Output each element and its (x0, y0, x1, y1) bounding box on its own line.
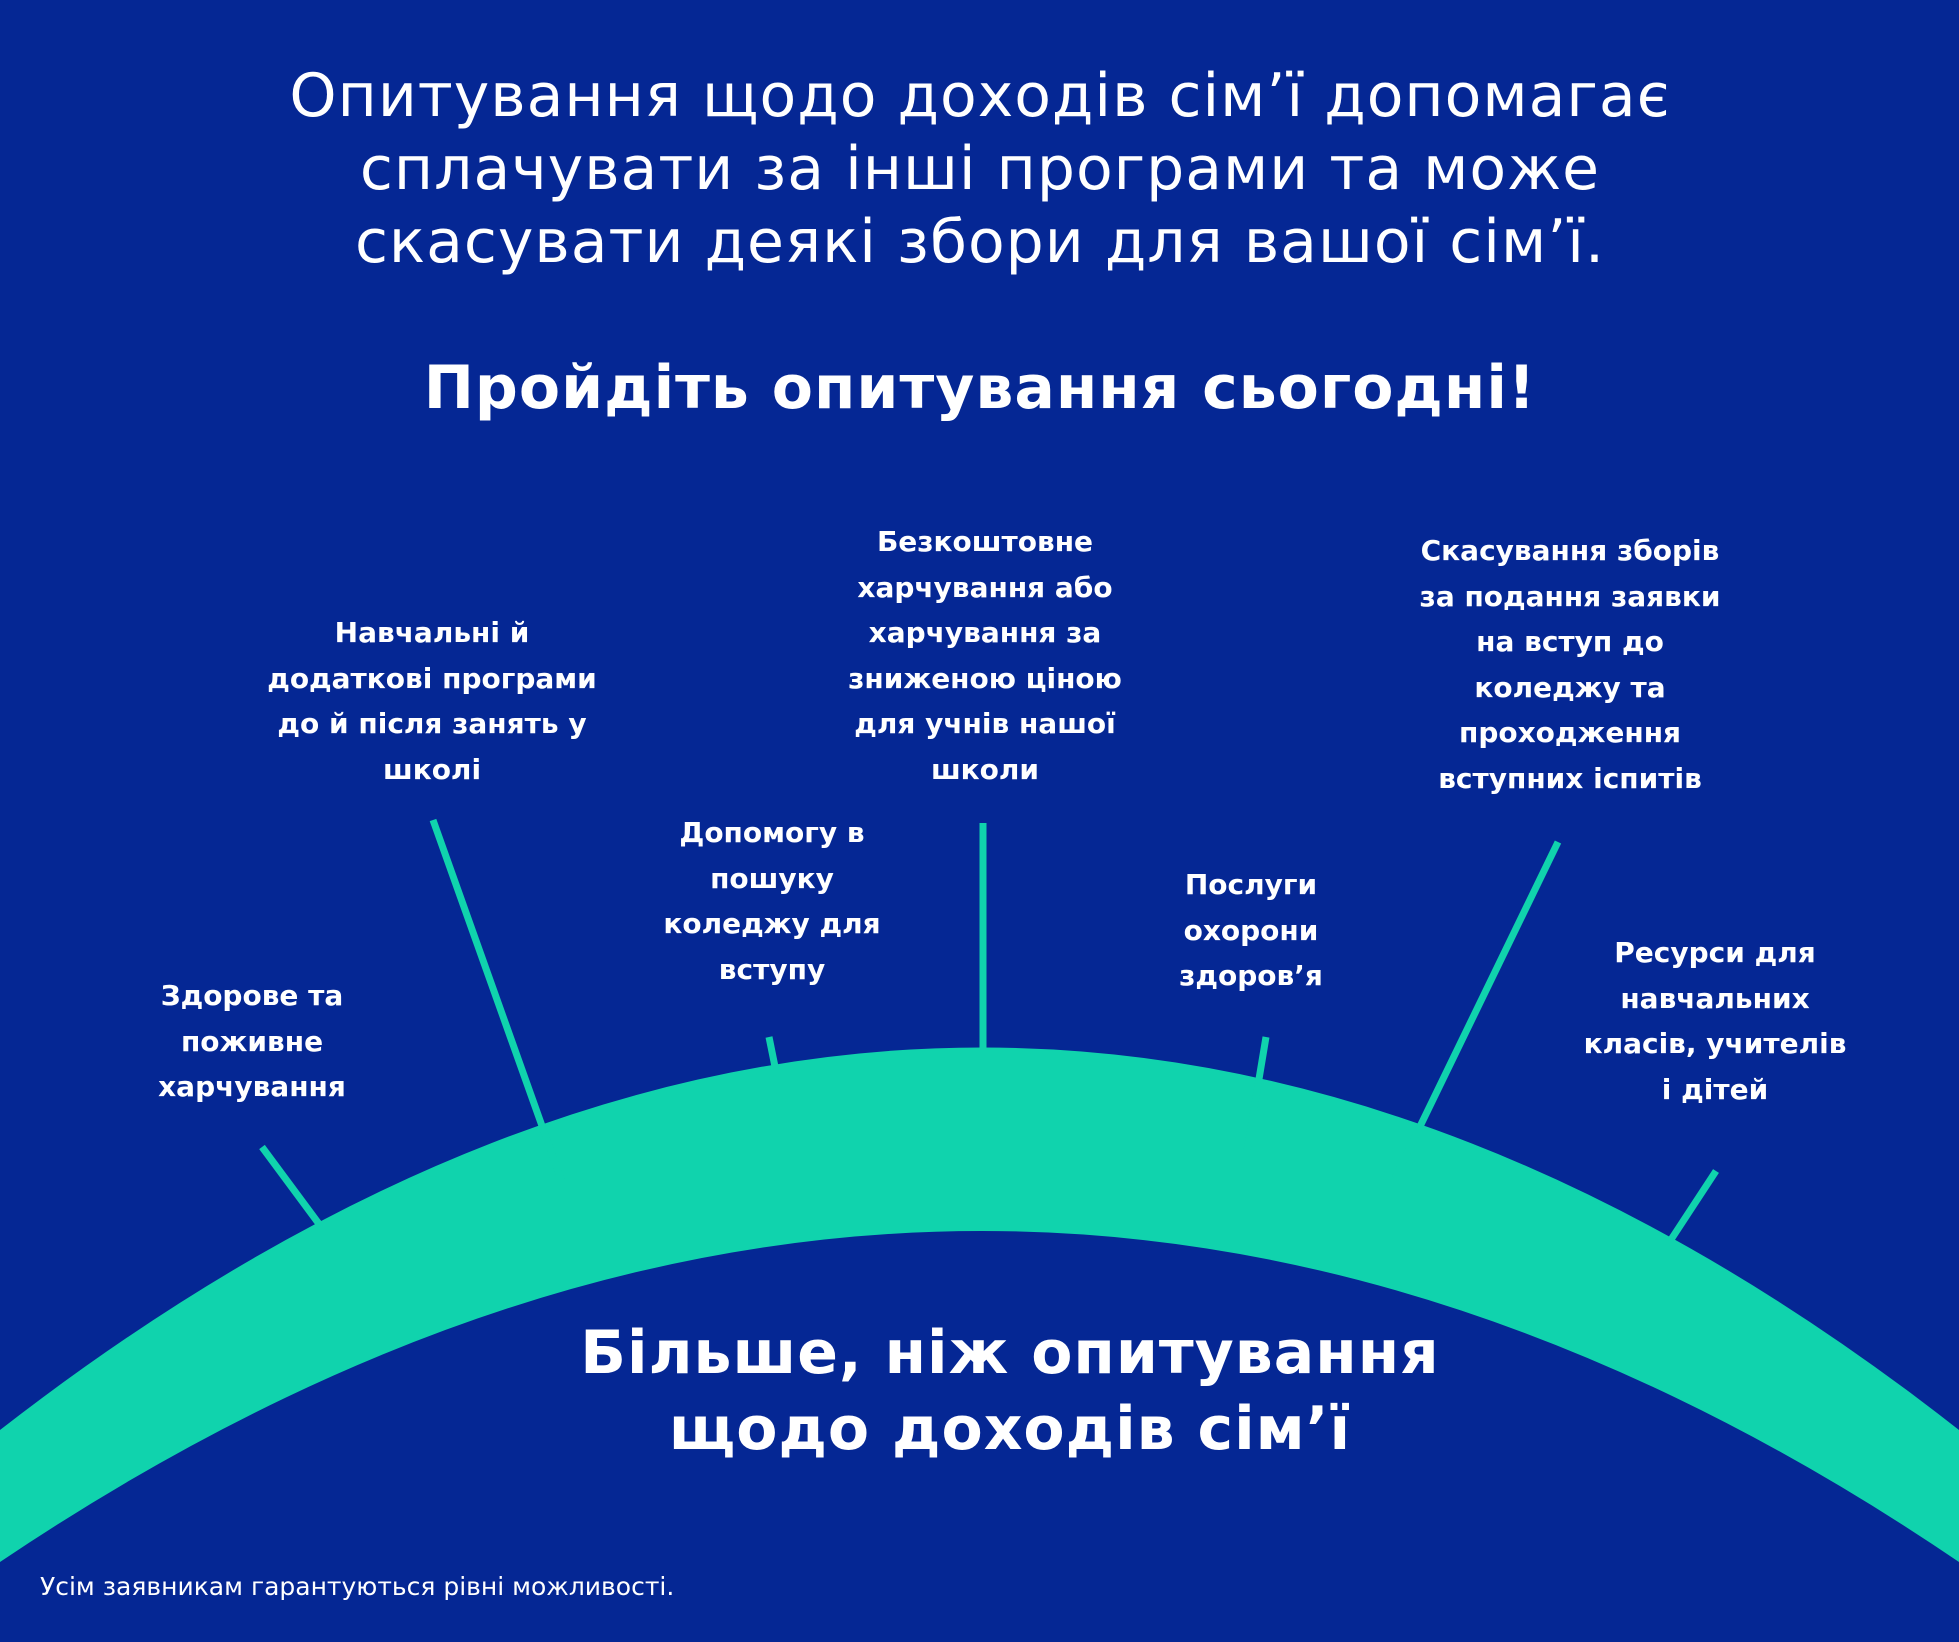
benefit-line: і дітей (1661, 1072, 1769, 1106)
call-to-action: Пройдіть опитування сьогодні! (423, 353, 1537, 423)
benefit-line: Безкоштовне (876, 525, 1094, 558)
bottom-title-line: Більше, ніж опитування (580, 1318, 1440, 1388)
benefit-line: Послуги (1184, 868, 1318, 901)
benefit-line: охорони (1183, 913, 1319, 947)
connector-line-5 (1243, 1036, 1270, 1152)
bottom-title-line: щодо доходів сім’ї (668, 1394, 1352, 1464)
benefit-line: додаткові програми (267, 661, 597, 695)
benefit-line: коледжу для (663, 907, 881, 940)
benefit-line: проходження (1458, 716, 1682, 749)
connector-line-1 (259, 1144, 345, 1258)
benefit-classroom-resources: Ресурси для навчальних класів, учителів … (1565, 930, 1865, 1112)
headline-line: сплачувати за інші програми та може (359, 134, 1601, 204)
headline: Опитування щодо доходів сім’ї допомагає … (180, 60, 1780, 279)
benefit-school-programs: Навчальні й додаткові програми до й післ… (262, 610, 602, 792)
connector-line-3 (765, 1036, 794, 1142)
benefit-line: школи (930, 752, 1040, 786)
benefit-line: харчування за (868, 616, 1102, 649)
equal-opportunity-note: Усім заявникам гарантуються рівні можлив… (40, 1572, 675, 1601)
accent-arc (0, 1047, 1959, 1562)
benefit-line: поживне (180, 1024, 324, 1058)
connector-line-2 (429, 818, 566, 1184)
benefit-line: Ресурси для (1614, 936, 1816, 969)
benefit-line: Здорове та (160, 979, 344, 1012)
benefit-free-meals: Безкоштовне харчування або харчування за… (830, 519, 1140, 792)
connector-line-7 (1652, 1169, 1719, 1266)
headline-line: скасувати деякі збори для вашої сім’ї. (354, 207, 1606, 277)
benefit-line: Скасування зборів (1420, 534, 1720, 567)
connector-line-6 (1391, 840, 1562, 1180)
benefit-fee-waivers: Скасування зборів за подання заявки на в… (1400, 528, 1740, 801)
benefit-line: Навчальні й (334, 616, 530, 649)
benefit-line: для учнів нашої (854, 707, 1116, 740)
benefit-line: на вступ до (1476, 625, 1664, 658)
benefit-line: Допомогу в (679, 816, 865, 849)
benefit-line: вступу (718, 952, 826, 986)
benefit-line: пошуку (710, 861, 834, 895)
headline-line: Опитування щодо доходів сім’ї допомагає (289, 61, 1671, 131)
benefit-healthy-food: Здорове та поживне харчування (127, 973, 377, 1110)
benefit-line: за подання заявки (1419, 579, 1721, 613)
benefit-line: класів, учителів (1583, 1027, 1847, 1060)
benefit-line: здоров’я (1179, 959, 1323, 992)
benefit-line: школі (382, 752, 482, 786)
benefit-health-services: Послуги охорони здоров’я (1131, 862, 1371, 999)
benefit-line: зниженою ціною (848, 661, 1122, 695)
bottom-title: Більше, ніж опитування щодо доходів сім’… (480, 1315, 1540, 1467)
benefit-line: харчування або (857, 570, 1113, 604)
benefit-line: харчування (158, 1070, 346, 1103)
benefit-line: коледжу та (1474, 670, 1666, 704)
benefit-college-search: Допомогу в пошуку коледжу для вступу (637, 810, 907, 992)
benefit-line: навчальних (1620, 981, 1810, 1015)
benefit-line: до й після занять у (277, 707, 587, 740)
benefit-line: вступних іспитів (1438, 761, 1702, 795)
